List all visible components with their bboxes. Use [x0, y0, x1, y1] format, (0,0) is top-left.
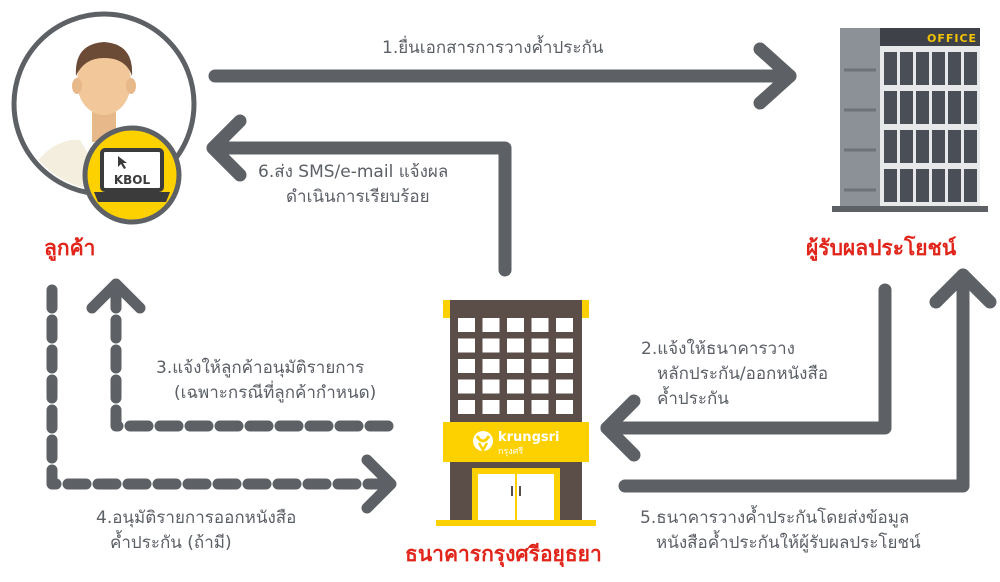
bank-window [482, 338, 500, 353]
bank-windows [458, 318, 573, 414]
bank-window [482, 318, 500, 332]
bank-window [458, 359, 475, 373]
arrow-step-1 [208, 42, 797, 110]
krungsri-logo: krungsri กรุงศรี [473, 430, 559, 457]
bank-window [482, 359, 500, 373]
step-6-label: 6.ส่ง SMS/e-mail แจ้งผล ดำเนินการเรียบร้… [258, 160, 448, 210]
bank-window [556, 379, 573, 394]
step-5-label: 5.ธนาคารวางค้ำประกันโดยส่งข้อมูล หนังสือ… [640, 506, 921, 556]
bank-window [458, 338, 475, 353]
arrow-step-5 [618, 268, 997, 493]
bank-label: ธนาคารกรุงศรีอยุธยา [405, 542, 602, 566]
office-window [932, 130, 945, 163]
office-sign: OFFICE [927, 32, 977, 45]
office-window [900, 130, 913, 163]
step-1-label: 1.ยื่นเอกสารการวางค้ำประกัน [382, 36, 603, 61]
arrow-step-6 [206, 114, 512, 277]
office-window [900, 91, 913, 124]
bank-window [458, 379, 475, 394]
office-window [884, 169, 897, 202]
bank-window [556, 359, 573, 373]
cursor-icon [118, 156, 127, 169]
bank-window [507, 338, 524, 353]
bank-window [507, 359, 524, 373]
laptop-label: KBOL [114, 173, 151, 187]
office-window [932, 52, 945, 85]
office-window [900, 169, 913, 202]
bank-window [507, 379, 524, 394]
office-window [932, 91, 945, 124]
step-6-line-2: ดำเนินการเรียบร้อย [286, 187, 430, 207]
bank-window [556, 338, 573, 353]
office-building: OFFICE [832, 28, 988, 212]
bank-window [531, 359, 549, 373]
step-4-label: 4.อนุมัติรายการออกหนังสือ ค้ำประกัน (ถ้า… [96, 506, 296, 556]
office-window [964, 52, 977, 85]
office-window [932, 169, 945, 202]
step-4-line-2: ค้ำประกัน (ถ้ามี) [110, 533, 232, 553]
office-window [900, 52, 913, 85]
office-window [948, 130, 961, 163]
office-window [884, 91, 897, 124]
customer-label: ลูกค้า [44, 236, 96, 260]
bank-window [458, 400, 475, 414]
office-window [916, 130, 929, 163]
office-window [948, 169, 961, 202]
bank-building: krungsri กรุงศรี [436, 300, 596, 526]
step-3-line-2: (เฉพาะกรณีที่ลูกค้ากำหนด) [174, 383, 377, 403]
arrow-step-3 [86, 278, 394, 432]
step-2-line-2: หลักประกัน/ออกหนังสือ [657, 364, 829, 384]
bank-window [531, 400, 549, 414]
arrow-step-4 [46, 284, 397, 514]
office-window [884, 130, 897, 163]
office-window [964, 130, 977, 163]
bank-window [458, 318, 475, 332]
step-3-line-1: 3.แจ้งให้ลูกค้าอนุมัติรายการ [156, 358, 365, 378]
bank-window [531, 338, 549, 353]
bank-window [482, 379, 500, 394]
bank-window [556, 400, 573, 414]
bank-window [482, 400, 500, 414]
office-window [948, 91, 961, 124]
step-3-label: 3.แจ้งให้ลูกค้าอนุมัติรายการ (เฉพาะกรณีท… [156, 356, 376, 406]
bank-window [556, 318, 573, 332]
step-2-line-1: 2.แจ้งให้ธนาคารวาง [641, 339, 795, 359]
office-window [964, 169, 977, 202]
beneficiary-label: ผู้รับผลประโยชน์ [806, 236, 957, 260]
office-window [884, 52, 897, 85]
bank-window [531, 379, 549, 394]
step-6-line-1: 6.ส่ง SMS/e-mail แจ้งผล [258, 162, 449, 182]
step-5-line-2: หนังสือค้ำประกันให้ผู้รับผลประโยชน์ [656, 533, 921, 553]
step-1-line-1: 1.ยื่นเอกสารการวางค้ำประกัน [382, 38, 604, 58]
office-window [916, 52, 929, 85]
office-windows [884, 52, 977, 202]
step-2-label: 2.แจ้งให้ธนาคารวาง หลักประกัน/ออกหนังสือ… [641, 337, 828, 412]
office-window [916, 91, 929, 124]
office-window [916, 169, 929, 202]
step-5-line-1: 5.ธนาคารวางค้ำประกันโดยส่งข้อมูล [640, 508, 910, 528]
arrow-step-2 [600, 283, 892, 462]
office-window [964, 91, 977, 124]
kbol-laptop: KBOL [82, 125, 182, 225]
office-window [948, 52, 961, 85]
bank-window [531, 318, 549, 332]
bank-window [507, 400, 524, 414]
bank-window [507, 318, 524, 332]
step-2-line-3: ค้ำประกัน [657, 389, 729, 409]
krungsri-logo-subtext: กรุงศรี [498, 446, 523, 457]
krungsri-logo-text: krungsri [498, 430, 559, 445]
step-4-line-1: 4.อนุมัติรายการออกหนังสือ [96, 508, 297, 528]
